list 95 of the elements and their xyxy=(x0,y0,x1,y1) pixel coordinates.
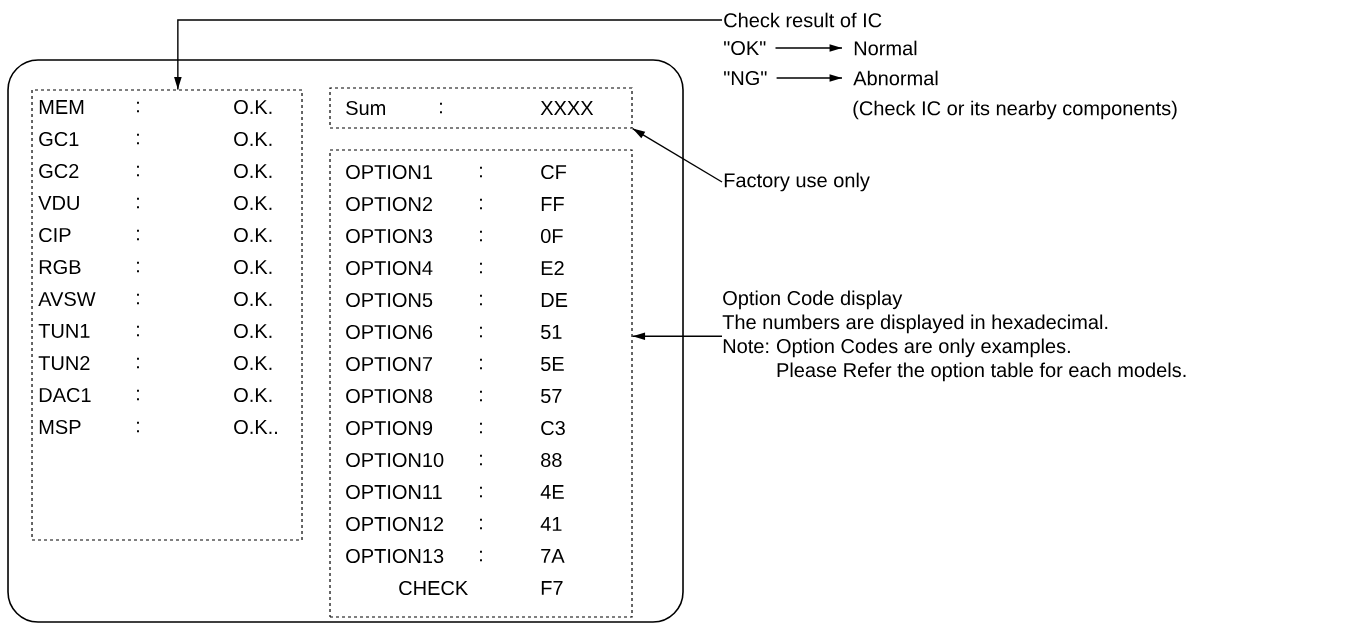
colon: : xyxy=(137,165,139,177)
item-label: AVSW xyxy=(38,291,96,307)
note-text: The numbers are displayed in hexadecimal. xyxy=(722,314,1108,334)
colon: : xyxy=(480,230,482,242)
status-value: O.K. xyxy=(234,323,272,339)
status-value: O.K. xyxy=(234,291,272,307)
heading-text: Option Code display xyxy=(723,290,903,310)
colon: : xyxy=(480,550,482,562)
colon: : xyxy=(480,262,482,274)
colon: : xyxy=(480,166,482,178)
status-value: O.K. xyxy=(234,131,272,147)
screen-frame xyxy=(7,59,684,623)
status-value: 0F xyxy=(541,228,563,244)
status-value: DE xyxy=(541,293,568,307)
item-label: OPTION13 xyxy=(346,548,444,564)
status-value: O.K. xyxy=(234,163,272,179)
annotation-text: Normal xyxy=(854,40,917,56)
item-label: TUN1 xyxy=(38,324,90,338)
status-value: O.K. xyxy=(234,259,272,275)
colon: : xyxy=(137,389,139,401)
colon: : xyxy=(137,357,139,369)
colon: : xyxy=(137,421,139,433)
status-value: 51 xyxy=(541,325,562,339)
colon: : xyxy=(137,229,139,241)
item-label: CHECK xyxy=(399,580,468,596)
colon: : xyxy=(440,102,442,114)
colon: : xyxy=(480,358,482,370)
item-label: VDU xyxy=(38,196,79,210)
item-label: OPTION4 xyxy=(346,260,433,276)
annotation-text: (Check IC or its nearby components) xyxy=(853,100,1177,120)
item-label: DAC1 xyxy=(39,387,91,403)
item-label: OPTION6 xyxy=(346,324,433,340)
status-value: O.K. xyxy=(234,387,272,403)
colon: : xyxy=(480,198,482,210)
status-value: FF xyxy=(541,197,564,211)
status-value: XXXX xyxy=(540,101,594,115)
colon: : xyxy=(480,294,482,306)
arrow xyxy=(775,74,843,82)
item-label: OPTION3 xyxy=(346,228,433,244)
colon: : xyxy=(480,486,482,498)
status-value: 4E xyxy=(540,485,564,499)
colon: : xyxy=(480,518,482,530)
item-label: OPTION7 xyxy=(346,356,432,372)
item-label: MEM xyxy=(39,100,84,114)
item-label: OPTION11 xyxy=(346,484,442,500)
status-value: O.K. xyxy=(234,195,272,211)
colon: : xyxy=(137,133,139,145)
annotation-text: Factory use only xyxy=(724,172,870,192)
item-label: OPTION9 xyxy=(346,420,433,436)
item-label: GC1 xyxy=(39,131,79,147)
colon: : xyxy=(137,293,139,305)
item-label: TUN2 xyxy=(38,355,90,371)
status-value: O.K. xyxy=(234,355,272,371)
note-label: Note: xyxy=(723,339,769,354)
item-label: CIP xyxy=(39,227,71,243)
status-value: 57 xyxy=(541,389,562,403)
annotation-text: Check result of IC xyxy=(724,12,882,28)
status-value: O.K. xyxy=(234,227,272,243)
colon: : xyxy=(480,390,482,402)
colon: : xyxy=(137,101,139,113)
status-value: 7A xyxy=(541,549,565,563)
status-value: CF xyxy=(541,164,567,180)
item-label: OPTION5 xyxy=(346,292,433,308)
item-label: OPTION1 xyxy=(346,164,433,180)
colon: : xyxy=(137,197,139,209)
arrow xyxy=(174,19,723,91)
status-value: C3 xyxy=(541,420,565,436)
arrow xyxy=(774,44,843,52)
item-label: Sum xyxy=(346,100,385,116)
item-label: OPTION12 xyxy=(346,516,444,532)
item-label: GC2 xyxy=(39,163,79,179)
annotation-text: "OK" xyxy=(724,40,766,56)
item-label: MSP xyxy=(39,419,81,435)
item-label: OPTION10 xyxy=(346,452,444,468)
annotation-text: Abnormal xyxy=(853,70,938,86)
status-value: 88 xyxy=(541,452,562,468)
arrow xyxy=(631,127,723,183)
status-value: O.K.. xyxy=(234,419,277,435)
colon: : xyxy=(480,422,482,434)
colon: : xyxy=(480,454,482,466)
status-value: 5E xyxy=(541,357,564,371)
status-value: 41 xyxy=(540,517,562,531)
status-value: F7 xyxy=(541,581,563,595)
note-text: Option Codes are only examples. xyxy=(776,338,1070,358)
status-value: E2 xyxy=(541,261,564,275)
note-text: Please Refer the option table for each models. xyxy=(777,362,1186,382)
item-label: OPTION2 xyxy=(346,196,432,212)
item-label: RGB xyxy=(39,259,81,275)
item-label: OPTION8 xyxy=(346,388,433,404)
status-value: O.K. xyxy=(234,99,272,115)
colon: : xyxy=(137,325,139,337)
colon: : xyxy=(137,261,139,273)
annotation-text: "NG" xyxy=(724,70,767,86)
arrow xyxy=(631,332,723,340)
colon: : xyxy=(480,326,482,338)
